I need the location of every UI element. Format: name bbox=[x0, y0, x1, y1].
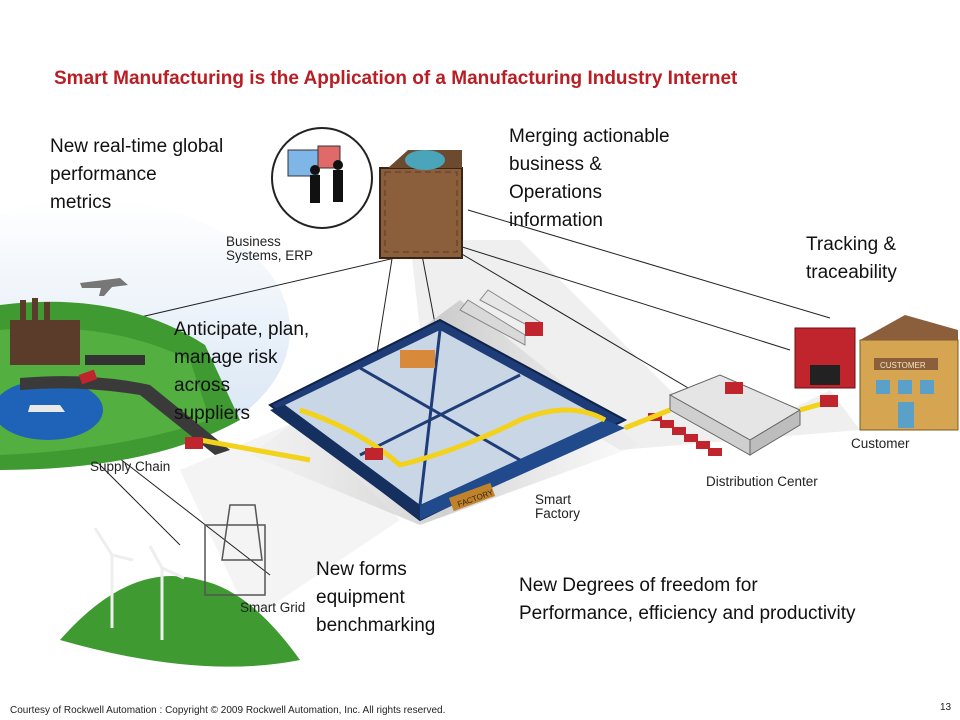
substation bbox=[204, 524, 266, 596]
supplier-factory bbox=[10, 320, 80, 365]
trucks bbox=[459, 289, 543, 346]
smart-grid-landscape bbox=[60, 504, 300, 667]
label-smart-factory: Smart Factory bbox=[535, 492, 581, 521]
erp-building bbox=[379, 167, 463, 259]
caption-anticipate: Anticipate, plan, manage risk across sup… bbox=[174, 319, 310, 424]
freight-train bbox=[85, 355, 145, 365]
flow-arrow-path bbox=[299, 407, 607, 468]
caption-tracking: Tracking & traceability bbox=[806, 234, 897, 283]
label-distribution-center: Distribution Center bbox=[706, 474, 818, 489]
cargo-ship bbox=[28, 405, 65, 412]
caption-global-metrics: New real-time global performance metrics bbox=[50, 136, 224, 213]
slide-title: Smart Manufacturing is the Application o… bbox=[54, 68, 738, 89]
rfid-tag-icon bbox=[185, 437, 203, 449]
footer-separator: : bbox=[159, 705, 163, 716]
customer-sign-text: CUSTOMER bbox=[880, 361, 926, 370]
rfid-tag-icon bbox=[78, 369, 98, 385]
power-pylon bbox=[221, 504, 263, 561]
smart-factory: FACTORY bbox=[268, 318, 628, 522]
inbound-arrow bbox=[199, 437, 311, 463]
label-customer: Customer bbox=[851, 436, 910, 451]
airplane-icon bbox=[80, 278, 128, 296]
factory-sign bbox=[448, 482, 496, 512]
rfid-tag-icon bbox=[725, 382, 743, 394]
customer-sign bbox=[874, 358, 938, 370]
meeting-vignette bbox=[271, 127, 373, 229]
label-smart-grid: Smart Grid bbox=[240, 600, 306, 615]
page-number: 13 bbox=[940, 702, 952, 713]
label-business-systems: Business Systems, ERP bbox=[226, 234, 314, 263]
business-systems-erp bbox=[271, 127, 463, 259]
distribution-center bbox=[624, 374, 838, 456]
supply-chain-landscape bbox=[0, 278, 240, 470]
footer-courtesy: Courtesy of Rockwell Automation bbox=[10, 705, 157, 716]
label-supply-chain: Supply Chain bbox=[90, 459, 171, 474]
caption-merging: Merging actionable business & Operations… bbox=[509, 126, 670, 231]
wind-turbine-icon bbox=[93, 527, 185, 640]
footer-copyright: Copyright © 2009 Rockwell Automation, In… bbox=[165, 705, 446, 716]
inventory-crates bbox=[400, 350, 435, 368]
footer-credit: Courtesy of Rockwell Automation : Copyri… bbox=[10, 705, 445, 716]
rfid-tag-icon bbox=[820, 395, 838, 407]
rfid-tag-icon bbox=[365, 448, 383, 460]
road bbox=[20, 376, 230, 455]
caption-benchmarking: New forms equipment benchmarking bbox=[316, 559, 436, 636]
customer-stores: CUSTOMER bbox=[794, 315, 959, 431]
caption-freedom: New Degrees of freedom for Performance, … bbox=[519, 575, 856, 624]
